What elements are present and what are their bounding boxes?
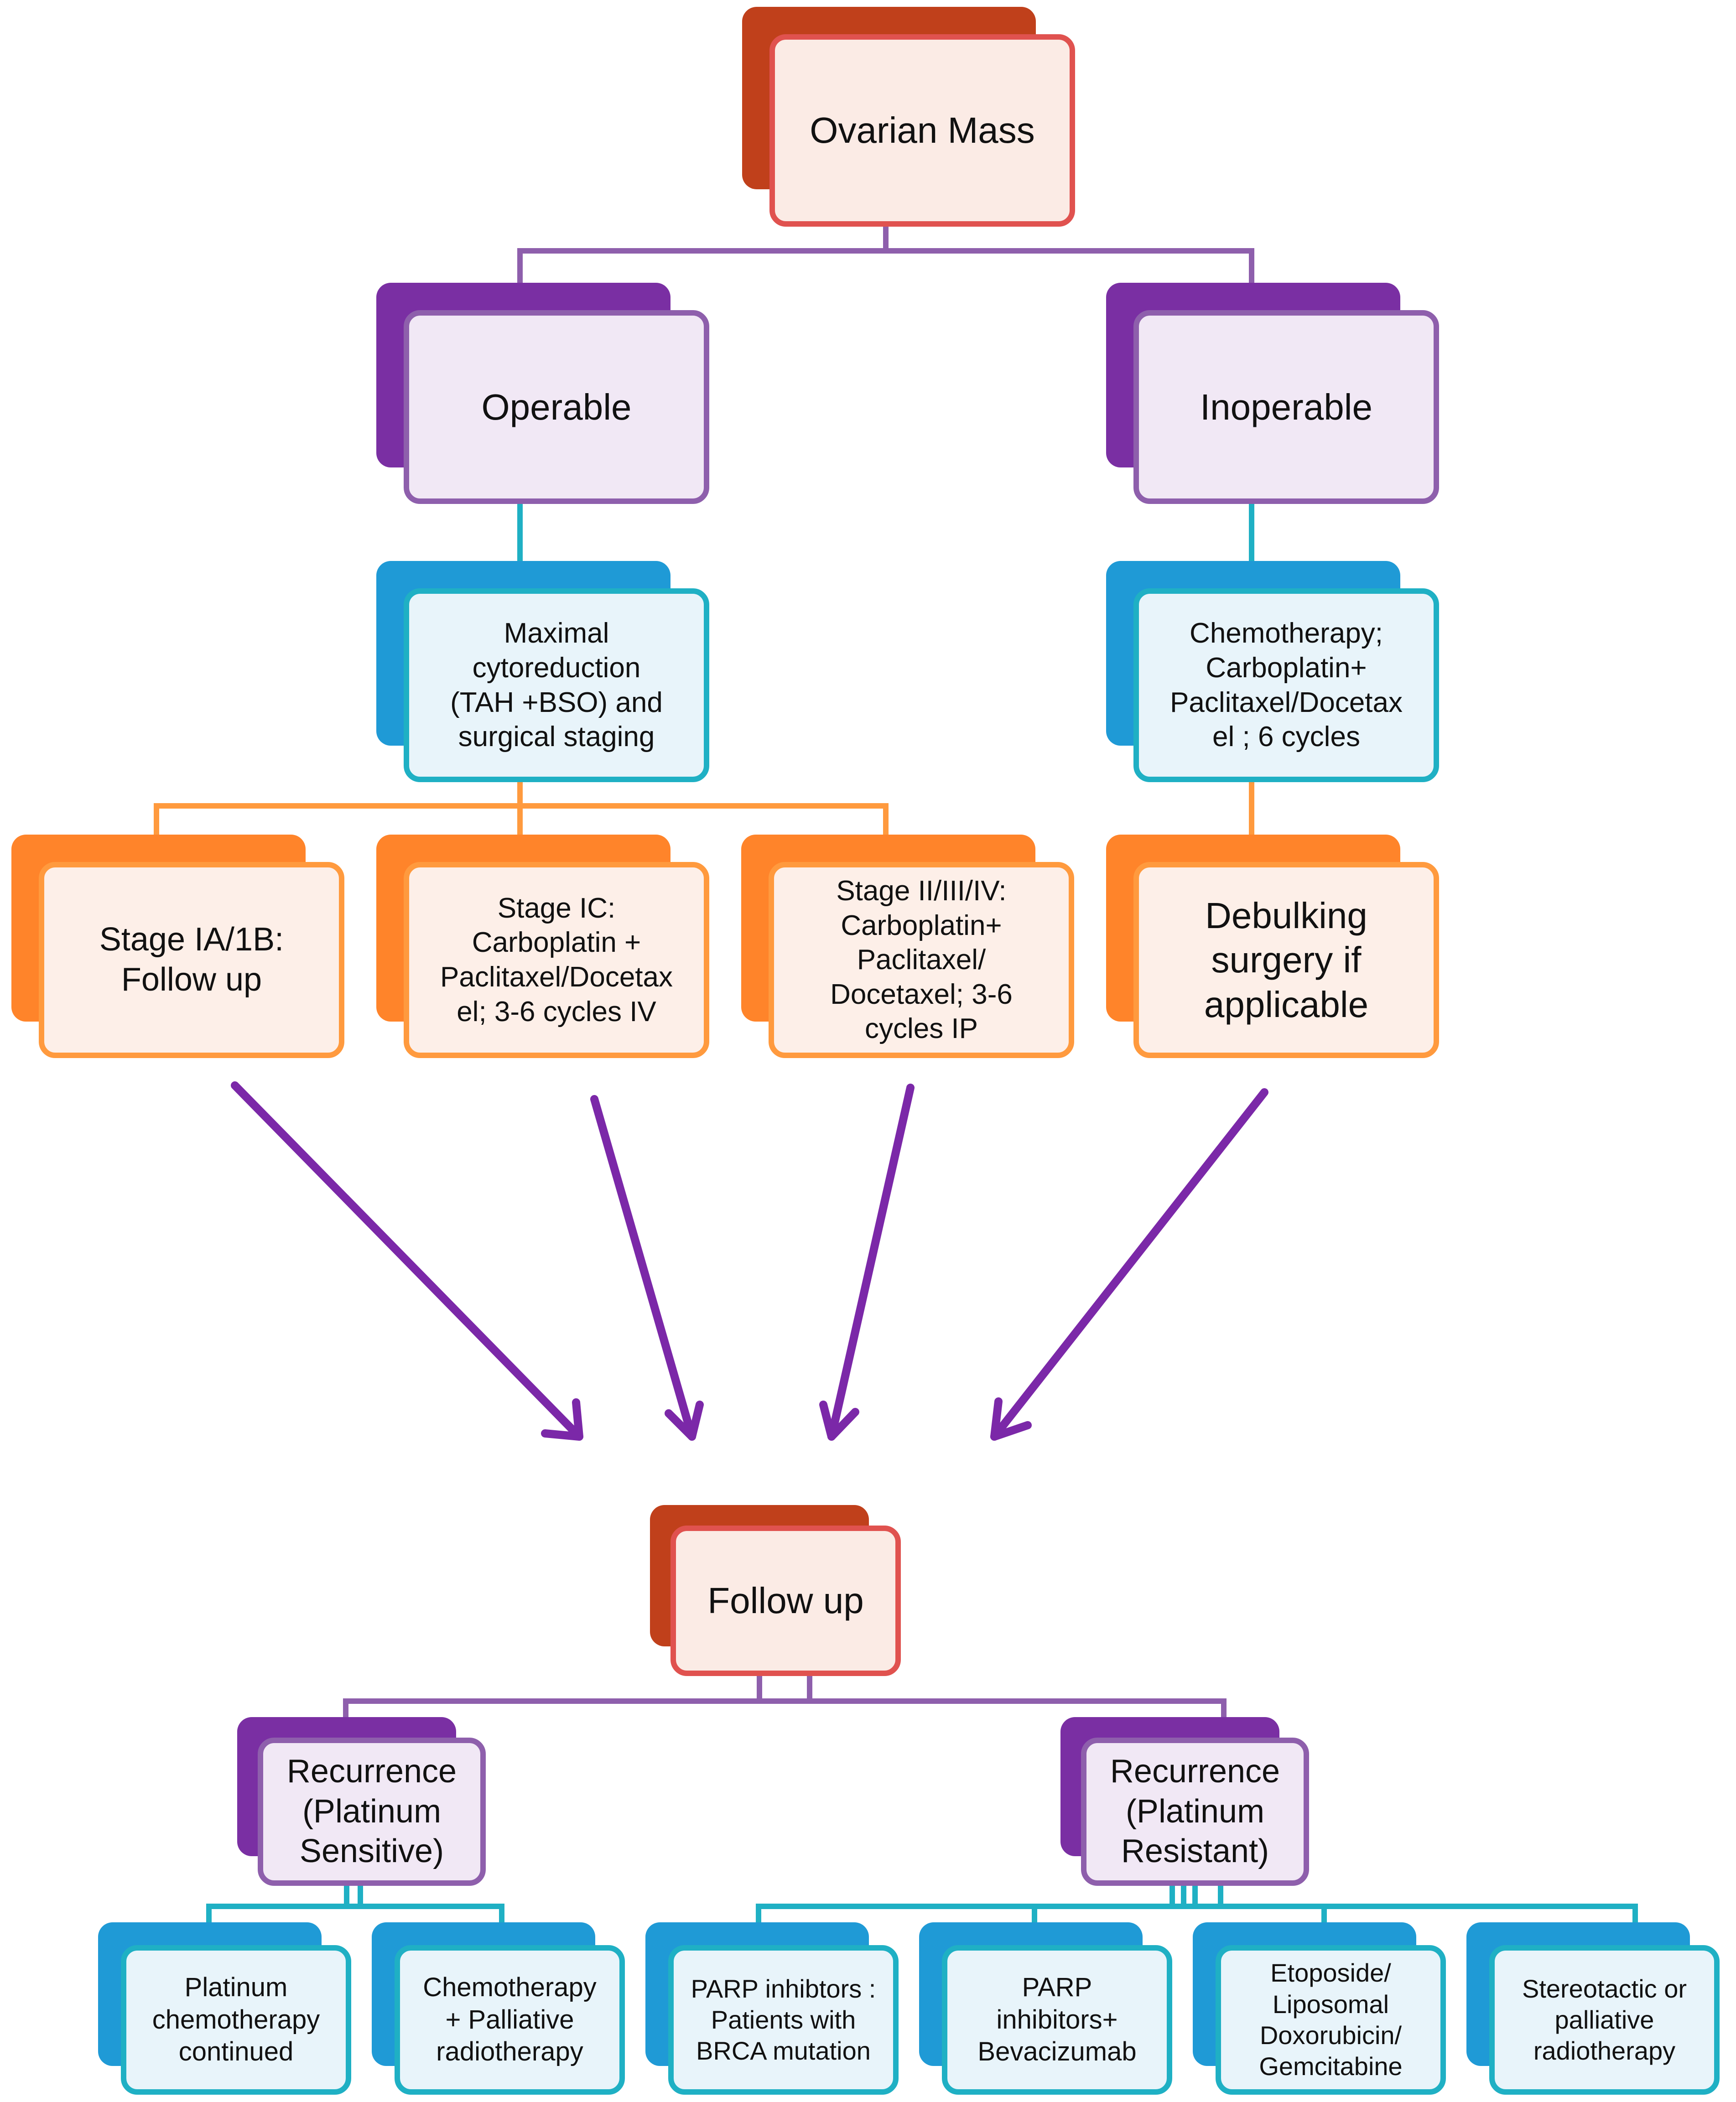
operable-node: Operable bbox=[376, 283, 709, 504]
follow-up-box: Follow up bbox=[670, 1526, 901, 1676]
operable-box: Operable bbox=[404, 310, 709, 504]
arrow-stage-ia-ib bbox=[231, 1081, 583, 1441]
parp-bevacizumab-node: PARP inhibitors+ Bevacizumab bbox=[919, 1922, 1172, 2095]
platinum-continued-node: Platinum chemotherapy continued bbox=[98, 1922, 351, 2095]
connector-followup-to-recurrences bbox=[343, 1698, 1227, 1728]
connector-mass-to-operable-inoperable bbox=[517, 248, 1254, 283]
recurrence-resistant-node: Recurrence (Platinum Resistant) bbox=[1060, 1717, 1309, 1886]
recurrence-resistant-box: Recurrence (Platinum Resistant) bbox=[1081, 1738, 1309, 1886]
inoperable-box: Inoperable bbox=[1133, 310, 1439, 504]
recurrence-sensitive-box: Recurrence (Platinum Sensitive) bbox=[258, 1738, 486, 1886]
ovarian-mass-box: Ovarian Mass bbox=[769, 34, 1075, 227]
etoposide-box: Etoposide/ Liposomal Doxorubicin/ Gemcit… bbox=[1216, 1945, 1446, 2095]
etoposide-node: Etoposide/ Liposomal Doxorubicin/ Gemcit… bbox=[1193, 1922, 1446, 2095]
inoperable-node: Inoperable bbox=[1106, 283, 1439, 504]
maximal-cytoreduction-node: Maximal cytoreduction (TAH +BSO) and sur… bbox=[376, 561, 709, 782]
arrow-debulking bbox=[990, 1088, 1268, 1441]
stereotactic-box: Stereotactic or palliative radiotherapy bbox=[1489, 1945, 1720, 2095]
stage-ic-node: Stage IC: Carboplatin + Paclitaxel/Docet… bbox=[376, 835, 709, 1058]
recurrence-sensitive-node: Recurrence (Platinum Sensitive) bbox=[237, 1717, 486, 1886]
chemo-palliative-node: Chemotherapy + Palliative radiotherapy bbox=[372, 1922, 625, 2095]
stage-ia-ib-box: Stage IA/1B: Follow up bbox=[39, 862, 344, 1058]
arrow-debulking-head bbox=[990, 1397, 1032, 1441]
chemotherapy-inoperable-box: Chemotherapy; Carboplatin+ Paclitaxel/Do… bbox=[1133, 588, 1439, 782]
arrow-stage-ii-iv bbox=[827, 1084, 915, 1441]
ovarian-mass-node: Ovarian Mass bbox=[742, 7, 1075, 227]
arrow-stage-ia-ib-head bbox=[541, 1398, 583, 1441]
stage-ia-ib-node: Stage IA/1B: Follow up bbox=[11, 835, 344, 1058]
stage-ii-iv-box: Stage II/III/IV: Carboplatin+ Paclitaxel… bbox=[769, 862, 1074, 1058]
arrow-stage-ii-iv-head bbox=[819, 1401, 859, 1441]
connector-resistant-to-treatments bbox=[756, 1904, 1638, 1928]
platinum-continued-box: Platinum chemotherapy continued bbox=[121, 1945, 351, 2095]
parp-brca-node: PARP inhibtors : Patients with BRCA muta… bbox=[645, 1922, 899, 2095]
stereotactic-node: Stereotactic or palliative radiotherapy bbox=[1466, 1922, 1720, 2095]
arrow-stage-ic bbox=[590, 1095, 696, 1441]
maximal-cytoreduction-box: Maximal cytoreduction (TAH +BSO) and sur… bbox=[404, 588, 709, 782]
debulking-box: Debulking surgery if applicable bbox=[1133, 862, 1439, 1058]
follow-up-node: Follow up bbox=[650, 1505, 901, 1676]
chemo-palliative-box: Chemotherapy + Palliative radiotherapy bbox=[395, 1945, 625, 2095]
stage-ii-iv-node: Stage II/III/IV: Carboplatin+ Paclitaxel… bbox=[741, 835, 1074, 1058]
parp-brca-box: PARP inhibtors : Patients with BRCA muta… bbox=[668, 1945, 899, 2095]
chemotherapy-inoperable-node: Chemotherapy; Carboplatin+ Paclitaxel/Do… bbox=[1106, 561, 1439, 782]
connector-sensitive-to-treatments bbox=[206, 1904, 504, 1928]
parp-bevacizumab-box: PARP inhibitors+ Bevacizumab bbox=[942, 1945, 1172, 2095]
arrow-stage-ic-head bbox=[665, 1401, 704, 1441]
debulking-node: Debulking surgery if applicable bbox=[1106, 835, 1439, 1058]
stage-ic-box: Stage IC: Carboplatin + Paclitaxel/Docet… bbox=[404, 862, 709, 1058]
